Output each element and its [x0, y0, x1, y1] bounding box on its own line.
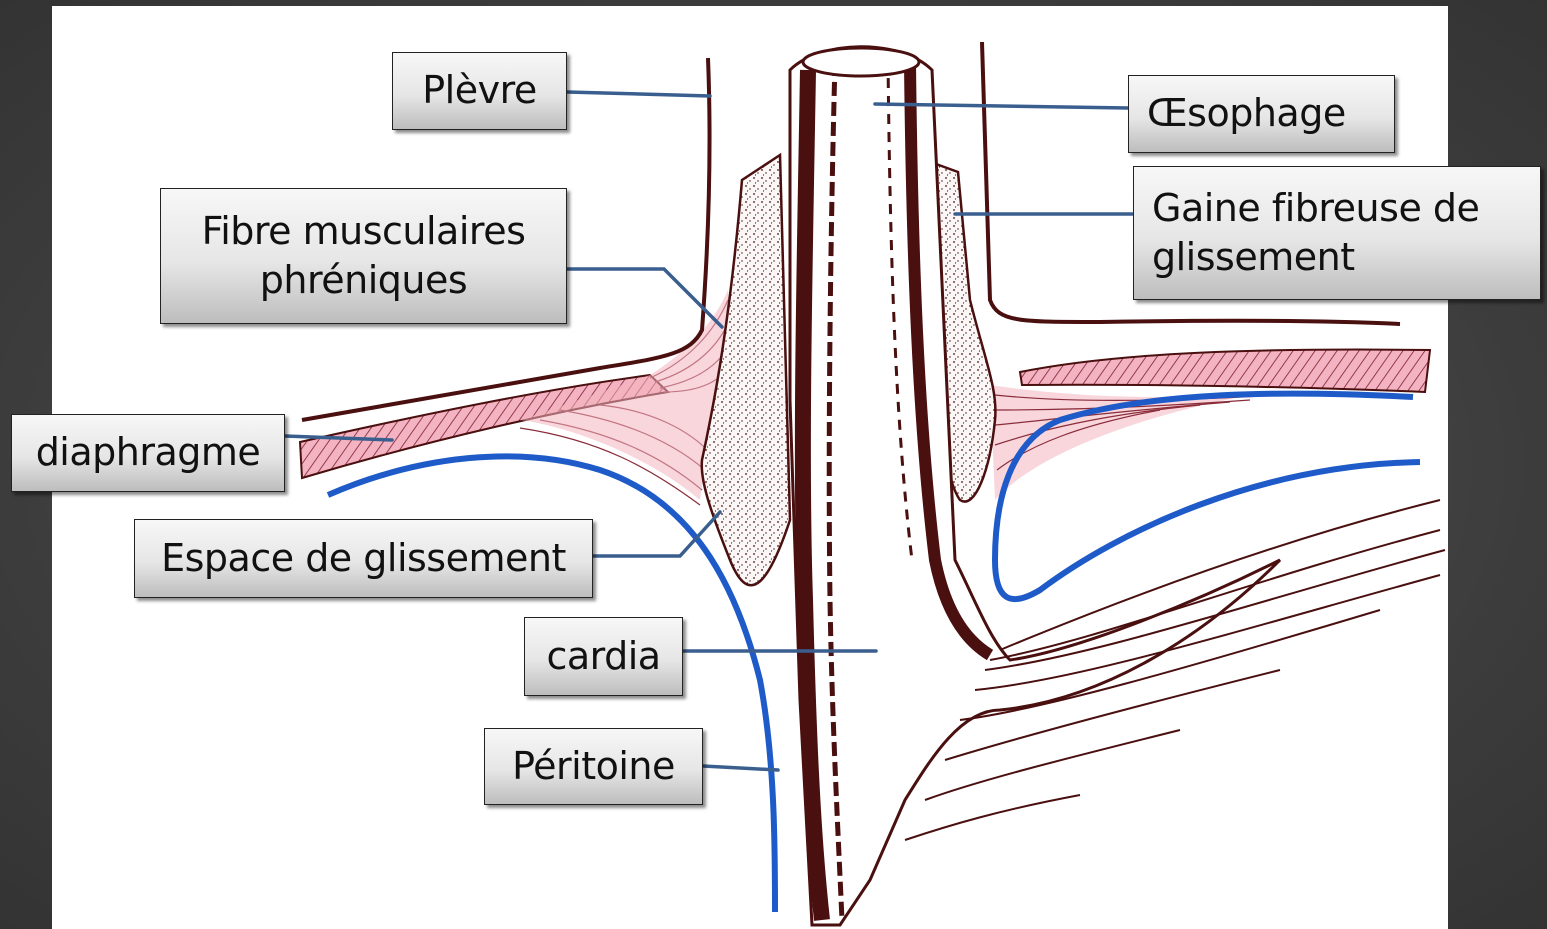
label-plevre: Plèvre: [392, 52, 567, 130]
diaphragm-right: [1020, 350, 1430, 392]
label-diaphragme: diaphragme: [11, 414, 285, 492]
label-gaine-fibreuse: Gaine fibreuse de glissement: [1133, 166, 1541, 300]
label-peritoine: Péritoine: [484, 728, 703, 805]
label-oesophage: Œsophage: [1128, 75, 1395, 153]
label-espace-glissement: Espace de glissement: [134, 519, 593, 598]
esophagus-lumen-top: [803, 48, 919, 76]
label-fibre-musculaires: Fibre musculaires phréniques: [160, 188, 567, 324]
stomach-fibres: [905, 500, 1445, 840]
label-cardia: cardia: [524, 617, 683, 696]
